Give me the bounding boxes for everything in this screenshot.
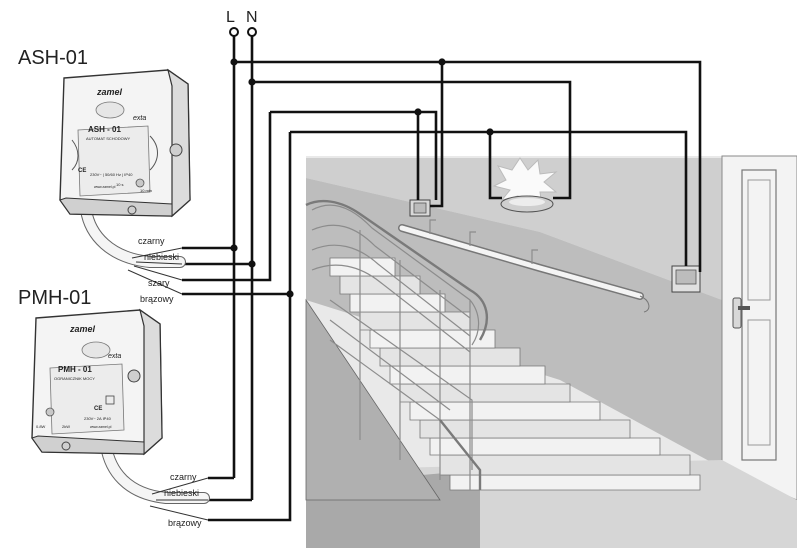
device-pmh-01: PMH-01 zamel exta PMH - 01 OGRANICZNIK M… xyxy=(18,287,210,528)
push-button-left xyxy=(409,199,431,217)
brand-logo: zamel xyxy=(69,324,96,334)
wall-shadow xyxy=(306,178,722,468)
terminal-n-label: N xyxy=(246,9,258,26)
scale-min: 0.8W xyxy=(36,424,46,429)
scale-min: 10 s xyxy=(116,182,124,187)
wire-label-brazowy: brązowy xyxy=(140,294,174,304)
terminal-n xyxy=(247,27,257,37)
wiring: L N xyxy=(182,9,702,522)
sub-brand-logo: exta xyxy=(133,115,146,122)
wall-band xyxy=(306,158,722,300)
junction-dot xyxy=(486,128,494,136)
side-wall xyxy=(721,155,797,501)
wire-label-szary: szary xyxy=(148,278,170,288)
device-model-label: ASH-01 xyxy=(18,47,88,69)
ash-brazowy xyxy=(182,132,292,296)
wire-n-to-lamp xyxy=(252,80,572,200)
door-panel-lower xyxy=(747,319,771,446)
door-frame xyxy=(741,169,777,461)
wire-switched xyxy=(270,110,438,200)
spec-text: 230V~ 2A IP40 xyxy=(84,416,112,421)
panel-name: ASH - 01 xyxy=(88,125,121,134)
junction-dot xyxy=(230,58,238,66)
brand-logo: zamel xyxy=(96,87,123,97)
wire-label-niebieski: niebieski xyxy=(144,252,179,262)
junction-dot xyxy=(230,244,238,252)
wall-handrail xyxy=(398,219,650,313)
junction-dot xyxy=(248,260,256,268)
junction-dot xyxy=(414,108,422,116)
wire-label-brazowy: brązowy xyxy=(168,518,202,528)
wire-label-czarny: czarny xyxy=(170,472,197,482)
ce-mark: CE xyxy=(78,168,86,174)
panel-name: PMH - 01 xyxy=(58,365,92,374)
web-address: www.zamel.pl xyxy=(94,185,116,189)
scale-max: 10 min xyxy=(140,188,152,193)
door-panel-upper xyxy=(747,179,771,301)
terminal-l-label: L xyxy=(226,9,235,26)
ceiling-lamp xyxy=(492,157,558,213)
balustrade xyxy=(305,199,488,490)
scale-max: 2kW xyxy=(62,424,70,429)
staircase-scene xyxy=(305,155,797,548)
wire-l-to-switches xyxy=(234,60,702,272)
junction-dot xyxy=(286,290,294,298)
wire-label-czarny: czarny xyxy=(138,236,165,246)
web-address: www.zamel.pl xyxy=(90,425,112,429)
ash-szary xyxy=(182,112,272,282)
stairs xyxy=(305,257,701,501)
spec-text: 230V~ | 50/60 Hz | IP40 xyxy=(90,172,133,177)
wire-lamp-supply xyxy=(290,130,688,266)
sub-brand-logo: exta xyxy=(108,353,121,360)
device-model-label: PMH-01 xyxy=(18,287,91,309)
panel-subtitle: AUTOMAT SCHODOWY xyxy=(86,136,131,141)
push-button-right xyxy=(671,265,701,293)
pmh-brazowy xyxy=(208,294,292,522)
door-handle-plate xyxy=(732,297,742,329)
device-ash-01: ASH-01 zamel exta ASH - 01 AUTOMAT SCHOD… xyxy=(18,47,191,304)
terminal-l xyxy=(229,27,239,37)
junction-dot xyxy=(438,58,446,66)
junction-dot xyxy=(248,78,256,86)
wire-label-niebieski: niebieski xyxy=(164,488,199,498)
door-handle xyxy=(738,306,750,310)
panel-subtitle: OGRANICZNIK MOCY xyxy=(54,376,95,381)
ce-mark: CE xyxy=(94,406,102,412)
